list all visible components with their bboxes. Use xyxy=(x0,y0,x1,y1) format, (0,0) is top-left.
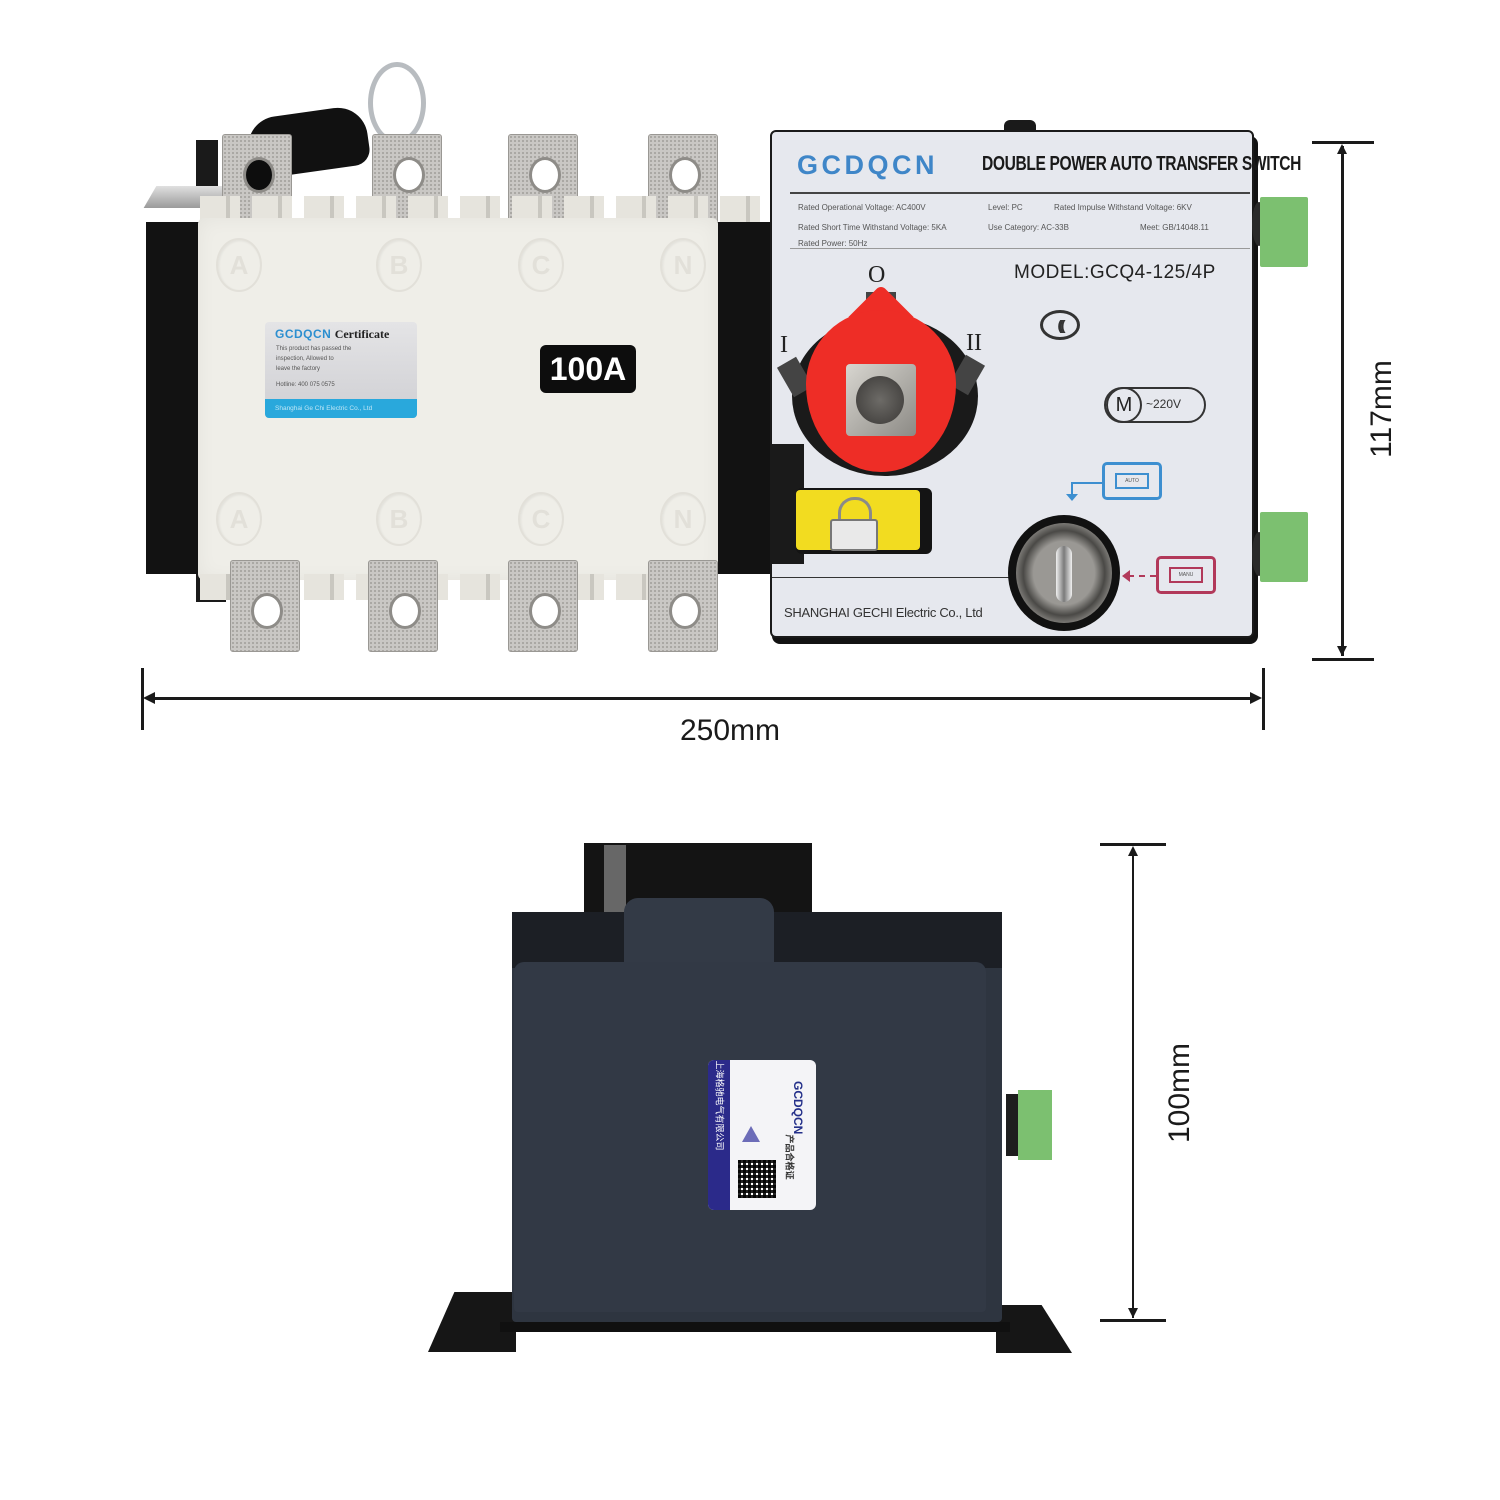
auto-mode-indicator: AUTO xyxy=(1102,462,1162,500)
model-number: MODEL:GCQ4-125/4P xyxy=(1014,262,1216,283)
padlock-icon xyxy=(838,497,872,524)
arrow-down-icon xyxy=(1337,646,1347,656)
arrow-up-icon xyxy=(1128,846,1138,856)
dimension-tick-right xyxy=(1262,668,1265,730)
panel-title: DOUBLE POWER AUTO TRANSFER SWITCH xyxy=(982,153,1302,175)
certificate-brand: GCDQCN xyxy=(275,327,332,341)
dimension-tick-top xyxy=(1100,843,1166,846)
motor-voltage: ~220V xyxy=(1146,397,1182,411)
connector-clip xyxy=(1006,1094,1020,1156)
phase-mark-top-b: B xyxy=(376,238,422,292)
side-label-band: 上海格驰电气有限公司 xyxy=(708,1060,730,1210)
dimension-tick-left xyxy=(141,668,144,730)
divider xyxy=(790,192,1250,194)
terminal-bottom-n xyxy=(648,560,718,652)
auto-arrow-line xyxy=(1071,482,1073,496)
spec-operational-voltage: Rated Operational Voltage: AC400V xyxy=(798,203,926,212)
terminal-bottom-c xyxy=(508,560,578,652)
spec-level: Level: PC xyxy=(988,203,1023,212)
certificate-line: leave the factory xyxy=(276,366,321,372)
phase-mark-top-n: N xyxy=(660,238,706,292)
height-label: 117mm xyxy=(1365,360,1398,458)
arrow-left-icon xyxy=(1122,570,1130,582)
certificate-line: This product has passed the xyxy=(276,346,352,352)
phase-mark-bottom-n: N xyxy=(660,492,706,546)
phase-mark-top-a: A xyxy=(216,238,262,292)
arrow-left-icon xyxy=(143,692,155,704)
dimension-line xyxy=(1341,146,1344,656)
brand-logo: GCDQCN xyxy=(797,150,938,180)
certificate-label: GCDQCN Certificate This product has pass… xyxy=(265,322,417,418)
dimension-tick-bottom xyxy=(1100,1319,1166,1322)
width-label: 250mm xyxy=(680,714,781,747)
phase-mark-bottom-c: C xyxy=(518,492,564,546)
dial-hub[interactable] xyxy=(846,364,916,436)
phase-mark-bottom-b: B xyxy=(376,492,422,546)
manufacturer-name: SHANGHAI GECHI Electric Co., Ltd xyxy=(784,605,983,620)
spec-impulse-voltage: Rated Impulse Withstand Voltage: 6KV xyxy=(1054,203,1192,212)
back-tab xyxy=(196,140,218,192)
rail-right xyxy=(716,222,772,574)
dial-position-1: I xyxy=(780,332,788,358)
certificate-footer: Shanghai Ge Chi Electric Co., Ltd xyxy=(265,399,417,418)
dial-position-2: II xyxy=(966,330,982,356)
keyhole-icon[interactable] xyxy=(1056,546,1072,602)
terminal-bottom-a xyxy=(230,560,300,652)
side-label-cert: 产品合格证 xyxy=(784,1134,795,1180)
terminal-fins-top xyxy=(200,196,760,222)
rail-left xyxy=(146,222,204,574)
spec-rated-power: Rated Power: 50Hz xyxy=(798,239,868,248)
arrow-down-icon xyxy=(1066,494,1078,501)
terminal-connector-bottom xyxy=(1260,512,1308,582)
ccc-certification-icon: ((( xyxy=(1040,310,1080,340)
dimension-tick-bottom xyxy=(1312,658,1374,661)
arrow-right-icon xyxy=(1250,692,1262,704)
arrow-down-icon xyxy=(1128,1308,1138,1318)
manual-mode-indicator: MANU xyxy=(1156,556,1216,594)
mounting-base xyxy=(500,1322,1010,1332)
dimension-tick-top xyxy=(1312,141,1374,144)
motor-voltage-badge: M ~220V xyxy=(1104,387,1206,423)
manual-mode-label: MANU xyxy=(1169,567,1203,583)
side-label-company: 上海格驰电气有限公司 xyxy=(714,1060,725,1151)
auto-mode-label: AUTO xyxy=(1115,473,1149,489)
phase-mark-top-c: C xyxy=(518,238,564,292)
certificate-word: Certificate xyxy=(334,327,390,341)
warning-triangle-icon xyxy=(742,1126,760,1142)
padlock-icon-body xyxy=(830,519,878,551)
side-top-highlight xyxy=(604,845,626,913)
key-ring-icon xyxy=(368,62,426,144)
side-product-label: 上海格驰电气有限公司 GCDQCN 产品合格证 xyxy=(708,1060,816,1210)
divider xyxy=(790,248,1250,249)
side-terminal-connector xyxy=(1018,1090,1052,1160)
certificate-line: inspection, Allowed to xyxy=(276,356,334,362)
depth-label: 100mm xyxy=(1163,1042,1196,1144)
dimension-line xyxy=(1132,848,1134,1318)
arrow-up-icon xyxy=(1337,144,1347,154)
divider xyxy=(772,577,1022,578)
manual-arrow-line xyxy=(1128,575,1156,577)
qr-code-icon xyxy=(738,1160,776,1198)
dimension-line xyxy=(150,697,1256,700)
spec-use-category: Use Category: AC-33B xyxy=(988,223,1069,232)
motor-icon: M xyxy=(1106,387,1142,423)
dial-position-off: O xyxy=(868,262,886,288)
phase-mark-bottom-a: A xyxy=(216,492,262,546)
terminal-bottom-b xyxy=(368,560,438,652)
spec-short-time-withstand: Rated Short Time Withstand Voltage: 5KA xyxy=(798,223,947,232)
terminal-connector-top xyxy=(1260,197,1308,267)
spec-meet-standard: Meet: GB/14048.11 xyxy=(1140,223,1209,232)
certificate-hotline: Hotline: 400 075 0575 xyxy=(276,382,335,388)
current-rating-badge: 100A xyxy=(540,345,636,393)
auto-arrow-line xyxy=(1072,482,1102,484)
